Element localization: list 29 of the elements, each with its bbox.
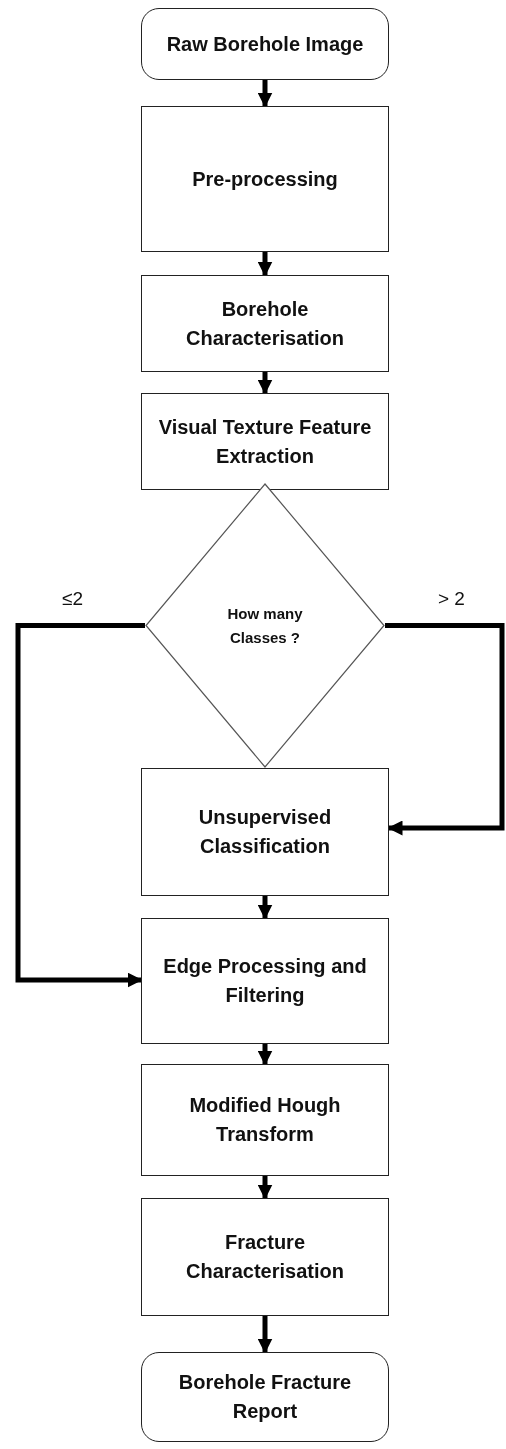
process-box xyxy=(141,1198,389,1316)
step-text: Unsupervised Classification xyxy=(197,805,333,859)
arrow xyxy=(257,372,273,395)
step-text: Raw Borehole Image xyxy=(165,31,365,57)
arrow xyxy=(257,1044,273,1066)
terminal-box xyxy=(141,1352,389,1442)
step-text: Visual Texture Feature Extraction xyxy=(157,414,373,469)
arrow xyxy=(257,1316,273,1354)
arrow xyxy=(257,80,273,108)
arrow xyxy=(257,896,273,920)
process-box xyxy=(141,918,389,1044)
decision-diamond xyxy=(145,483,385,768)
arrow xyxy=(257,252,273,277)
process-box xyxy=(141,1064,389,1176)
process-box xyxy=(141,393,389,490)
arrow xyxy=(257,1176,273,1200)
step-text: Pre-processing xyxy=(191,166,339,192)
step-text: Edge Processing and Filtering xyxy=(162,954,368,1008)
process-box xyxy=(141,106,389,252)
arrow xyxy=(15,623,145,988)
step-text: Borehole Characterisation xyxy=(185,296,345,351)
step-text: Modified Hough Transform xyxy=(188,1093,342,1147)
terminal-box xyxy=(141,8,389,80)
decision-text: How many Classes ? xyxy=(226,603,304,648)
arrow xyxy=(385,623,505,836)
step-text: Fracture Characterisation xyxy=(185,1230,345,1284)
process-box xyxy=(141,275,389,372)
process-box xyxy=(141,768,389,896)
step-text: Borehole Fracture Report xyxy=(177,1370,353,1424)
